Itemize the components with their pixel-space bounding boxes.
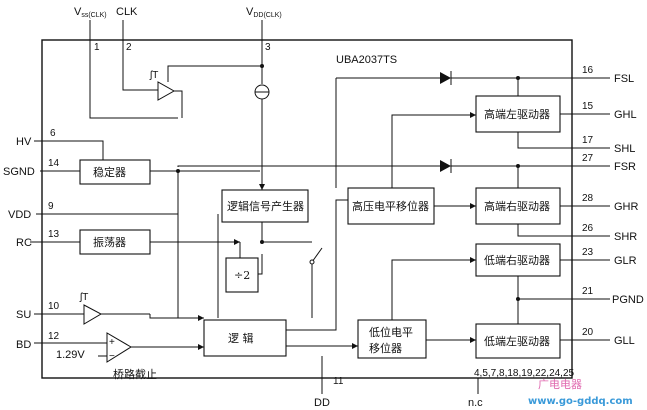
pin-shr-label: SHR	[614, 231, 637, 243]
svg-text:低位电平: 低位电平	[369, 325, 413, 339]
block-oscillator: 振荡器	[79, 229, 151, 255]
block-logic: 逻 辑	[203, 319, 287, 357]
pin-ghl-label: GHL	[614, 109, 637, 121]
pin-clk: CLK 2	[116, 6, 138, 53]
pin-shl-number: 17	[582, 135, 594, 146]
svg-text:移位器: 移位器	[369, 341, 402, 355]
block-low-side-left-driver: 低端左驱动器	[475, 323, 561, 359]
pin-clk-number: 2	[126, 42, 132, 53]
wire-vss	[89, 20, 178, 119]
pin-glr-label: GLR	[614, 255, 637, 267]
pin-gll-number: 20	[582, 327, 594, 338]
pin-bd-number: 12	[48, 331, 60, 342]
diode-fsr	[440, 160, 451, 172]
pin-sgnd-label: SGND	[3, 166, 35, 178]
pin-pgnd-number: 21	[582, 286, 594, 297]
svg-text:高端左驱动器: 高端左驱动器	[484, 107, 550, 121]
pin-fsr-label: FSR	[614, 161, 636, 173]
pin-fsl-number: 16	[582, 65, 594, 76]
svg-text:稳定器: 稳定器	[93, 165, 126, 179]
pin-vdd-clk-number: 3	[265, 42, 271, 53]
pin-rc: RC 13	[16, 229, 60, 249]
pin-su-number: 10	[48, 301, 60, 312]
block-divide-by-two: ÷2	[225, 257, 259, 293]
diode-fsl	[440, 72, 451, 84]
ref-voltage-label: 1.29V	[56, 349, 85, 361]
pin-vss-number: 1	[94, 42, 100, 53]
pin-rc-label: RC	[16, 237, 32, 249]
pin-vss-label: Vss(CLK)	[74, 6, 107, 19]
svg-text:振荡器: 振荡器	[93, 235, 126, 249]
chip-outline	[41, 39, 573, 379]
pin-ghr-number: 28	[582, 193, 594, 204]
svg-text:逻辑信号产生器: 逻辑信号产生器	[227, 199, 304, 213]
pin-gll-label: GLL	[614, 335, 635, 347]
pin-rc-number: 13	[48, 229, 60, 240]
chip-name: UBA2037TS	[336, 54, 397, 66]
pin-nc-number: 4,5,7,8,18,19,22,24,25	[474, 368, 575, 379]
pin-vdd: VDD 9	[8, 201, 54, 221]
watermark: 广电电器 www.go-gddq.com	[528, 378, 633, 407]
block-hv-level-shifter: 高压电平移位器	[347, 187, 435, 225]
svg-text:+: +	[109, 337, 115, 348]
wire-clk	[122, 20, 158, 91]
svg-text:逻 辑: 逻 辑	[228, 331, 254, 345]
pin-vdd-number: 9	[48, 201, 54, 212]
su-schmitt-symbol: ʃT	[79, 292, 88, 303]
pin-hv-label: HV	[16, 136, 32, 148]
bridge-cutoff-label: 桥路截止	[113, 367, 157, 381]
block-high-side-right-driver: 高端右驱动器	[475, 187, 561, 225]
pin-bd: BD 12	[16, 331, 60, 351]
svg-text:低端左驱动器: 低端左驱动器	[484, 335, 550, 348]
pin-sgnd-number: 14	[48, 158, 60, 169]
pin-vdd-clk-label: VDD(CLK)	[246, 6, 282, 19]
su-schmitt-buffer	[83, 304, 103, 325]
bridge-switch	[304, 241, 323, 318]
pin-dd-label: DD	[314, 397, 330, 409]
pin-vss-clk: Vss(CLK) 1	[74, 6, 107, 53]
pin-dd-number: 11	[333, 376, 344, 387]
pin-pgnd-label: PGND	[612, 294, 644, 306]
pin-sgnd: SGND 14	[3, 158, 60, 178]
pin-fsl-label: FSL	[614, 73, 634, 85]
clk-schmitt-buffer	[157, 81, 176, 101]
pin-ghl-number: 15	[582, 101, 594, 112]
block-logic-signal-generator: 逻辑信号产生器	[221, 189, 309, 223]
pin-hv-number: 6	[50, 128, 56, 139]
clk-schmitt-symbol: ʃT	[149, 70, 158, 81]
block-lv-level-shifter: 低位电平 移位器	[357, 319, 427, 359]
pin-glr-number: 23	[582, 247, 594, 258]
bd-comparator	[106, 332, 132, 363]
pin-su-label: SU	[16, 309, 31, 321]
pin-su: SU 10	[16, 301, 60, 321]
pin-shl-label: SHL	[614, 143, 635, 155]
block-low-side-right-driver: 低端右驱动器	[475, 243, 561, 277]
pin-vdd-clk: VDD(CLK) 3	[246, 6, 282, 53]
block-high-side-left-driver: 高端左驱动器	[475, 95, 561, 133]
svg-text:低端右驱动器: 低端右驱动器	[484, 253, 550, 267]
svg-text:÷2: ÷2	[234, 269, 250, 282]
pin-ghr-label: GHR	[614, 201, 639, 213]
pin-nc: 4,5,7,8,18,19,22,24,25 n.c	[468, 368, 575, 409]
watermark-site: www.go-gddq.com	[528, 396, 633, 407]
pin-vdd-label: VDD	[8, 209, 31, 221]
pin-nc-label: n.c	[468, 397, 483, 409]
pin-clk-label: CLK	[116, 6, 138, 18]
svg-text:−: −	[109, 351, 115, 362]
watermark-cn: 广电电器	[538, 378, 582, 391]
pin-shr-number: 26	[582, 223, 594, 234]
block-stabilizer: 稳定器	[79, 159, 151, 185]
svg-text:高端右驱动器: 高端右驱动器	[484, 199, 550, 213]
svg-text:高压电平移位器: 高压电平移位器	[352, 199, 429, 213]
pin-bd-label: BD	[16, 339, 31, 351]
pin-hv: HV 6	[16, 128, 56, 148]
pin-fsr-number: 27	[582, 153, 594, 164]
pin-dd: 11 DD	[314, 376, 344, 409]
